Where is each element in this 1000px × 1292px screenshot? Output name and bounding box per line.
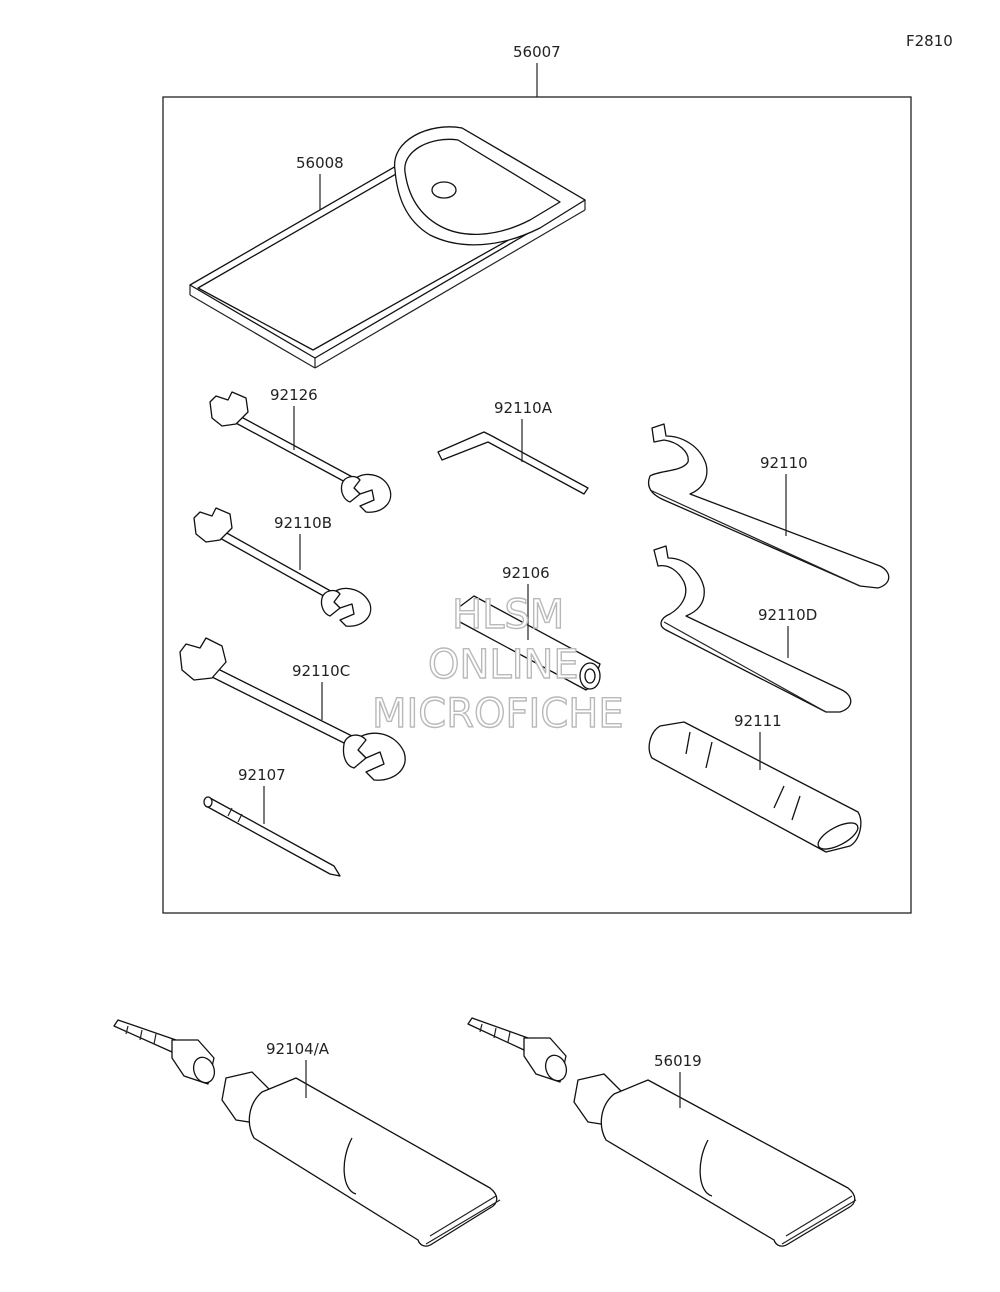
tool-kit-frame <box>162 96 912 914</box>
part-label-92110A[interactable]: 92110A <box>494 399 553 417</box>
box-wrench-92106[interactable] <box>457 595 601 691</box>
part-label-92126[interactable]: 92126 <box>270 386 318 404</box>
handle-bar-92111[interactable] <box>648 721 862 854</box>
watermark-line-2: ONLINE <box>428 642 579 688</box>
part-label-92106[interactable]: 92106 <box>502 564 550 582</box>
part-label-92110C[interactable]: 92110C <box>292 662 350 680</box>
part-label-92107[interactable]: 92107 <box>238 766 286 784</box>
open-end-wrench-92110C[interactable] <box>179 637 406 781</box>
hex-key-92110A[interactable] <box>437 431 589 495</box>
part-label-56008[interactable]: 56008 <box>296 154 344 172</box>
grease-tube-92104-A[interactable] <box>113 1019 501 1247</box>
tool-case-56008[interactable] <box>189 126 586 369</box>
hook-spanner-92110D[interactable] <box>653 545 852 713</box>
part-label-56007[interactable]: 56007 <box>513 43 561 61</box>
part-label-92110[interactable]: 92110 <box>760 454 808 472</box>
hook-spanner-92110[interactable] <box>647 423 890 589</box>
watermark-line-3: MICROFICHE <box>372 691 624 737</box>
screwdriver-92107[interactable] <box>203 796 341 877</box>
watermark-line-1: HLSM <box>452 592 564 638</box>
part-label-56019[interactable]: 56019 <box>654 1052 702 1070</box>
open-end-wrench-92126[interactable] <box>209 391 392 513</box>
figure-code: F2810 <box>906 32 953 50</box>
part-label-92111[interactable]: 92111 <box>734 712 782 730</box>
part-label-92110B[interactable]: 92110B <box>274 514 332 532</box>
part-label-92104-A[interactable]: 92104/A <box>266 1040 330 1058</box>
part-label-92110D[interactable]: 92110D <box>758 606 817 624</box>
open-end-wrench-92110B[interactable] <box>193 507 372 627</box>
grease-tube-56019[interactable] <box>467 1017 857 1247</box>
